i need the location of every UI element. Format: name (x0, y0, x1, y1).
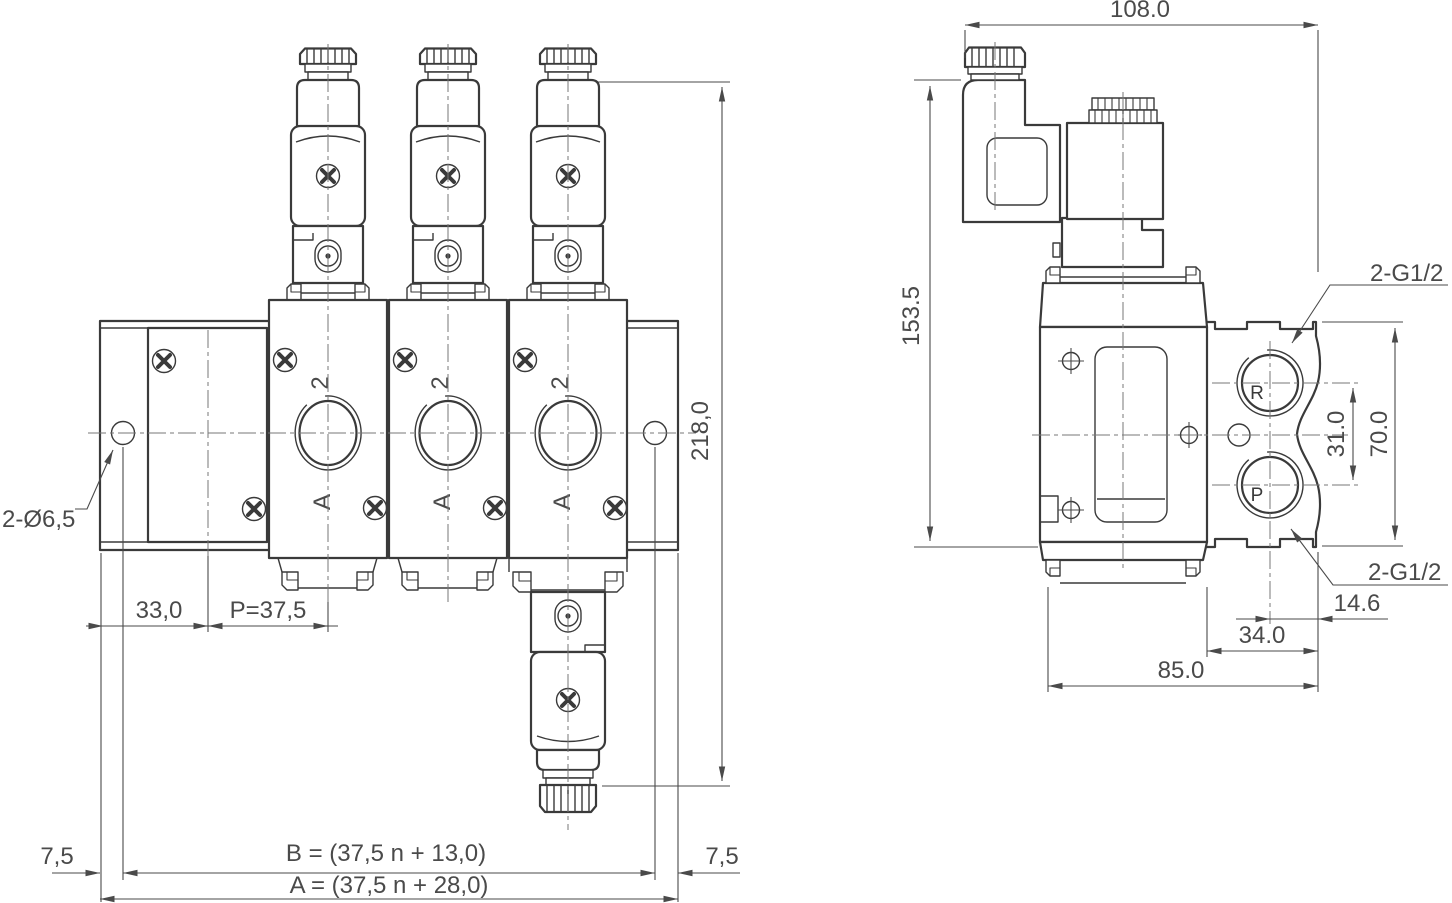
dim-total-height-side: 153.5 (898, 286, 925, 346)
port-label-p: P (1251, 485, 1264, 506)
port-label-r: R (1250, 383, 1264, 404)
side-view: R P (898, 0, 1448, 692)
front-dimensions: 33,0 P=37,5 218,0 7,5 7,5 B = (37,5 n + … (2, 81, 740, 903)
dim-hole-span-formula: B = (37,5 n + 13,0) (286, 840, 486, 867)
dim-hole-offset: 33,0 (136, 597, 183, 624)
note-thread-bottom: 2-G1/2 (1368, 559, 1441, 586)
dim-total-width-formula: A = (37,5 n + 28,0) (290, 872, 489, 899)
dim-edge-right: 7,5 (705, 843, 738, 870)
dim-plate-height: 70.0 (1366, 411, 1393, 458)
coil-side (1065, 121, 1165, 221)
dim-edge-left: 7,5 (40, 843, 73, 870)
dim-valve-pitch: P=37,5 (230, 597, 307, 624)
port-block: R P (1201, 320, 1322, 549)
side-centerlines (994, 42, 1362, 624)
dim-mounting-holes-note: 2-Ø6,5 (2, 506, 75, 533)
side-dimensions: 108.0 153.5 70.0 31.0 14.6 34.0 85.0 (898, 0, 1448, 692)
front-view: 33,0 P=37,5 218,0 7,5 7,5 B = (37,5 n + … (2, 44, 740, 903)
dim-port-block-width: 34.0 (1239, 622, 1286, 649)
dim-total-width: 108.0 (1110, 0, 1170, 23)
valve-upper-body-side (1060, 216, 1165, 269)
dim-body-depth: 85.0 (1158, 657, 1205, 684)
note-thread-top: 2-G1/2 (1370, 260, 1443, 287)
solenoid-side (961, 46, 1165, 269)
dim-port-spacing: 31.0 (1323, 411, 1350, 458)
dim-port-edge-offset: 14.6 (1334, 590, 1381, 617)
dim-total-height: 218,0 (687, 401, 714, 461)
